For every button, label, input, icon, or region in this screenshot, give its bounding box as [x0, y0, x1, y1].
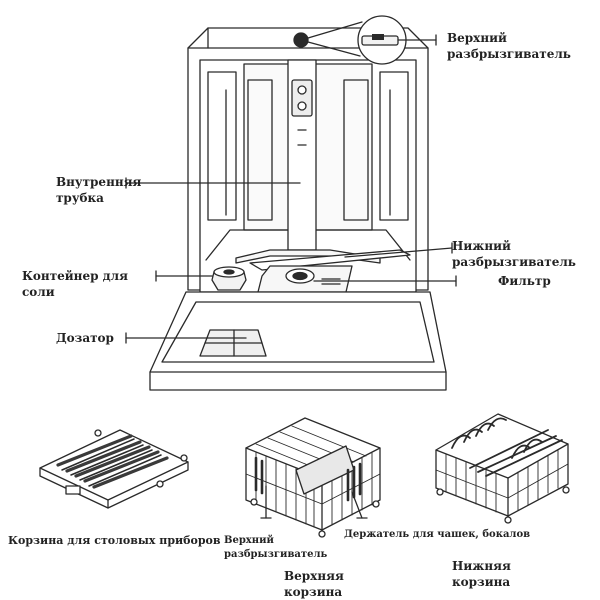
lower-basket-drawing	[435, 413, 570, 524]
inner-tube-leader	[125, 177, 301, 189]
label-salt-container: Контейнер для соли	[22, 269, 128, 300]
label-cutlery-basket: Корзина для столовых приборов	[8, 534, 221, 547]
dishwasher-door	[125, 291, 447, 391]
cutlery-basket-drawing	[39, 429, 189, 509]
upper-basket-drawing	[245, 417, 381, 538]
label-inner-tube: Внутренняя трубка	[56, 175, 142, 206]
lower-sprayer-area	[235, 242, 457, 293]
label-upper-sprayer: Верхний разбрызгиватель	[447, 31, 571, 62]
salt-container	[155, 266, 247, 291]
label-dispenser: Дозатор	[56, 331, 114, 345]
label-cup-holder: Держатель для чашек, бокалов	[344, 529, 531, 540]
inner-tube	[287, 59, 317, 251]
label-basket-upper-sprayer: Верхний разбрызгиватель	[224, 535, 328, 560]
label-filter: Фильтр	[498, 274, 551, 288]
label-upper-basket: Верхняя корзина	[284, 569, 344, 600]
label-lower-basket: Нижняя корзина	[452, 559, 511, 590]
upper-sprayer-top	[293, 15, 437, 65]
label-lower-sprayer: Нижний разбрызгиватель	[452, 239, 576, 270]
